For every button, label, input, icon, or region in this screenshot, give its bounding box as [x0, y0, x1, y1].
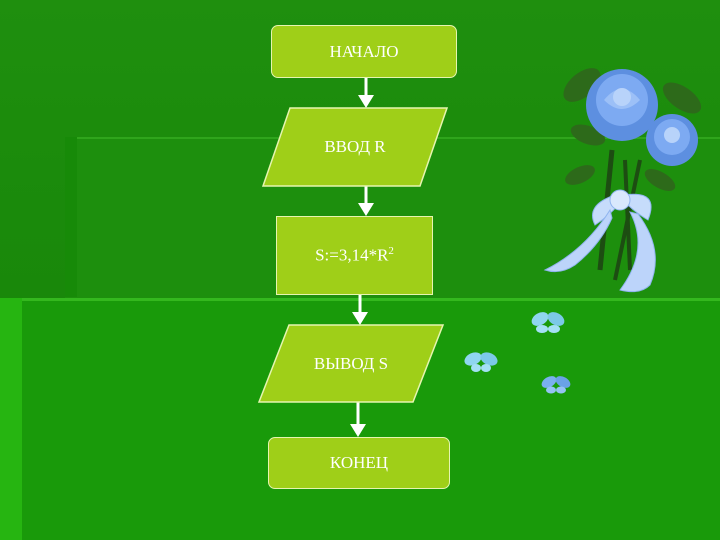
input-node-label: ВВОД R	[324, 137, 386, 156]
butterfly-2	[464, 352, 498, 372]
butterfly-1	[531, 312, 565, 333]
end-node-label: КОНЕЦ	[329, 453, 389, 472]
blue-roses-bouquet	[543, 68, 702, 293]
output-node: ВЫВОД S	[259, 325, 443, 402]
process-node: S:=3,14*R2	[276, 216, 433, 295]
arrowhead-start-to-input	[358, 95, 374, 108]
arrowhead-process-to-output	[352, 312, 368, 325]
process-node-label: S:=3,14*R2	[315, 245, 394, 266]
end-node: КОНЕЦ	[268, 437, 450, 489]
input-node-shape	[261, 107, 449, 187]
arrowhead-output-to-end	[350, 424, 366, 437]
input-node: ВВОД R	[263, 108, 447, 186]
arrowhead-input-to-process	[358, 203, 374, 216]
start-node-label: НАЧАЛО	[329, 41, 399, 61]
process-formula: S:=3,14*R	[315, 245, 389, 265]
process-exponent: 2	[388, 245, 394, 258]
background-band-dark	[65, 137, 77, 297]
start-node: НАЧАЛО	[271, 25, 457, 78]
background-left-strip	[0, 298, 22, 540]
output-node-label: ВЫВОД S	[313, 353, 389, 373]
output-node-shape	[257, 324, 445, 403]
connector-arrows	[350, 77, 374, 437]
butterfly-3	[541, 376, 571, 394]
